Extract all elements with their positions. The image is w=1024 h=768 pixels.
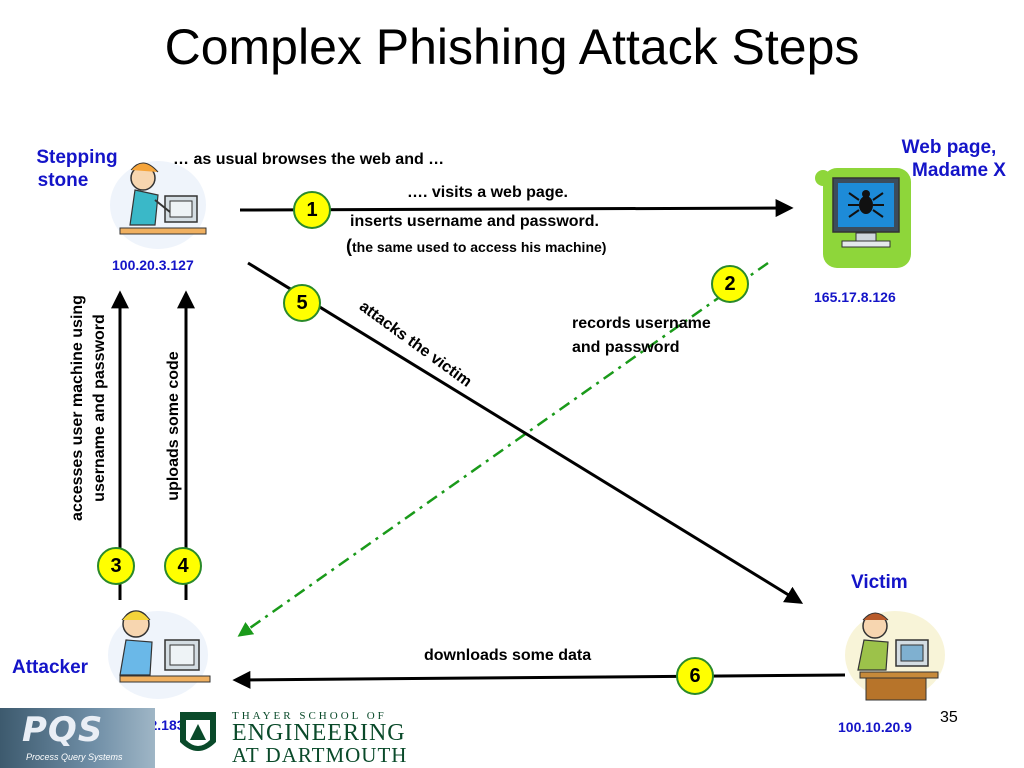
victim-ip: 100.10.20.9 [838,719,912,735]
page-number: 35 [940,709,958,726]
web-page-label-line1: Web page, [901,137,997,158]
pqs-logo-text: PQS [22,710,104,750]
stepping-stone-label: Stepping stone [22,146,132,192]
arrow-step-1 [239,199,794,218]
thayer-line2: ENGINEERING [232,720,406,746]
step-badge-6: 6 [676,657,714,695]
pqs-logo-subtitle: Process Query Systems [26,752,123,762]
thayer-line3: AT DARTMOUTH [232,743,408,767]
stepping-stone-label-line2: stone [37,170,89,191]
arrow-step-5 [247,261,804,604]
step-badge-3: 3 [97,547,135,585]
stepping-stone-ip: 100.20.3.127 [112,257,194,273]
note-browses: … as usual browses the web and … [173,151,445,168]
note-same-used: (the same used to access his machine) [346,234,606,260]
note-records-line1: records username [572,315,711,332]
step-badge-4: 4 [164,547,202,585]
attacker-label: Attacker [12,657,89,678]
thayer-line1: THAYER SCHOOL OF [232,710,387,722]
note-visits: …. visits a web page. [407,184,568,201]
step-badge-5: 5 [283,284,321,322]
note-same-text: the same used to access his machine) [352,239,607,255]
web-page-label-line2: Madame X [912,160,1006,181]
note-inserts: inserts username and password. [350,213,599,230]
note-downloads: downloads some data [424,647,592,664]
note-records: records username and password [572,312,711,360]
web-page-ip: 165.17.8.126 [814,289,896,305]
pqs-logo: PQS Process Query Systems [0,708,155,768]
stepping-stone-label-line1: Stepping [36,147,118,168]
step-badge-1: 1 [293,191,331,229]
note-same-paren: ( [346,236,352,256]
victim-label: Victim [851,572,908,593]
thayer-logo: THAYER SCHOOL OF ENGINEERING AT DARTMOUT… [232,710,407,766]
note-records-line2: and password [572,339,680,356]
arrow-step-6 [232,670,846,689]
slide-title: Complex Phishing Attack Steps [164,19,860,75]
step-badge-2: 2 [711,265,749,303]
web-page-label: Web page, Madame X [884,136,1014,182]
